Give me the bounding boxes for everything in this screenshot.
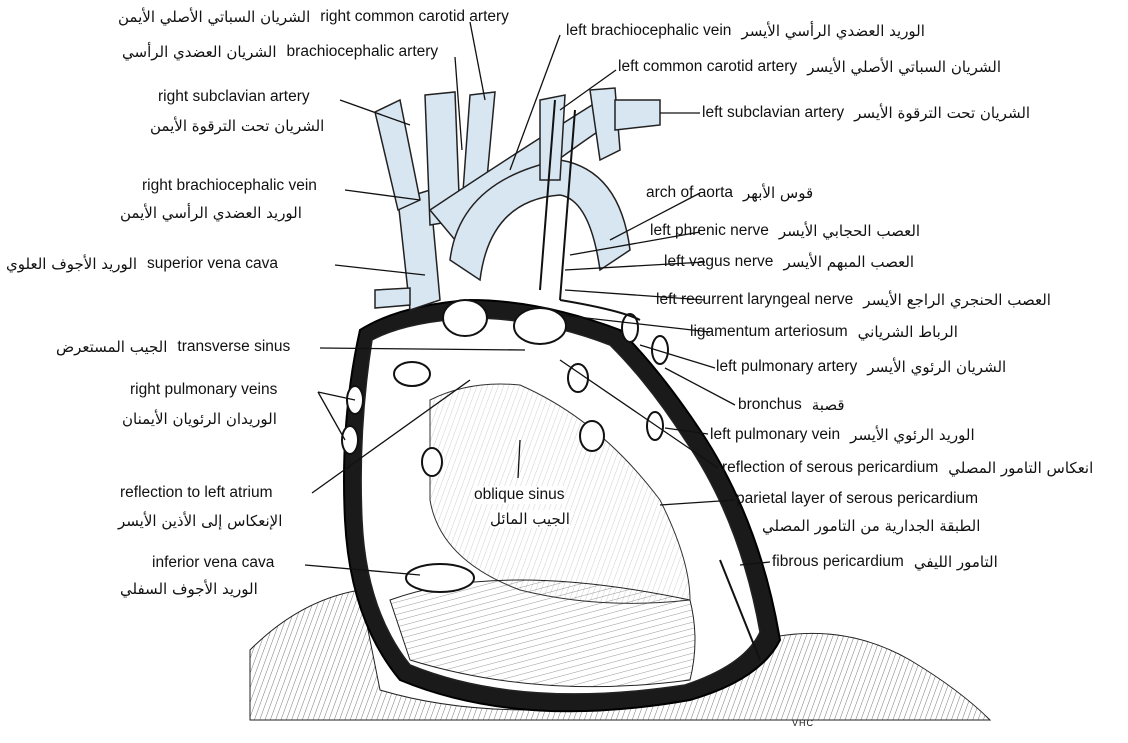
label-brachiocephalic-artery: الشريان العضدي الرأسي brachiocephalic ar… bbox=[122, 43, 438, 61]
label-left-brachiocephalic-vein: left brachiocephalic vein الوريد العضدي … bbox=[566, 22, 925, 40]
inferior-vena-cava-ar: الوريد الأجوف السفلي bbox=[120, 580, 258, 598]
bronchus-ar: قصبة bbox=[812, 396, 845, 414]
parietal-layer-ar: الطبقة الجدارية من التامور المصلي bbox=[762, 517, 980, 535]
left-recurrent-ar: العصب الحنجري الراجع الأيسر bbox=[863, 291, 1051, 309]
left-common-carotid-en: left common carotid artery bbox=[618, 58, 797, 76]
superior-vena-cava-en: superior vena cava bbox=[147, 255, 278, 273]
arch-of-aorta-en: arch of aorta bbox=[646, 184, 733, 202]
reflection-serous-en: reflection of serous pericardium bbox=[722, 459, 938, 477]
oblique-sinus-ar: الجيب المائل bbox=[490, 510, 570, 528]
parietal-layer-en: parietal layer of serous pericardium bbox=[736, 490, 978, 508]
label-right-common-carotid: الشريان السباتي الأصلي الأيمن right comm… bbox=[118, 8, 509, 26]
fibrous-pericardium-ar: التامور الليفي bbox=[914, 553, 998, 571]
left-common-carotid-ar: الشريان السباتي الأصلي الأيسر bbox=[807, 58, 1001, 76]
reflection-serous-ar: انعكاس التامور المصلي bbox=[948, 459, 1093, 477]
label-arch-of-aorta: arch of aorta قوس الأبهر bbox=[646, 184, 813, 202]
right-brachiocephalic-vein-en: right brachiocephalic vein bbox=[142, 177, 317, 195]
label-ligamentum: ligamentum arteriosum الرباط الشرياني bbox=[690, 323, 958, 341]
bronchus-en: bronchus bbox=[738, 396, 802, 414]
right-common-carotid-ar: الشريان السباتي الأصلي الأيمن bbox=[118, 8, 310, 26]
right-pulmonary-veins-ar: الوريدان الرئويان الأيمنان bbox=[122, 410, 277, 428]
fibrous-pericardium-en: fibrous pericardium bbox=[772, 553, 904, 571]
right-pulmonary-veins-en: right pulmonary veins bbox=[130, 381, 277, 399]
left-subclavian-en: left subclavian artery bbox=[702, 104, 844, 122]
reflection-left-atrium-ar: الإنعكاس إلى الأذين الأيسر bbox=[118, 512, 282, 530]
superior-vena-cava-ar: الوريد الأجوف العلوي bbox=[6, 255, 137, 273]
brachiocephalic-artery-ar: الشريان العضدي الرأسي bbox=[122, 43, 277, 61]
left-pulmonary-vein-ar: الوريد الرئوي الأيسر bbox=[850, 426, 975, 444]
label-left-pulmonary-artery: left pulmonary artery الشريان الرئوي الأ… bbox=[716, 358, 1006, 376]
ligamentum-en: ligamentum arteriosum bbox=[690, 323, 848, 341]
left-pulmonary-artery-ar: الشريان الرئوي الأيسر bbox=[867, 358, 1006, 376]
label-left-pulmonary-vein: left pulmonary vein الوريد الرئوي الأيسر bbox=[710, 426, 975, 444]
ligamentum-ar: الرباط الشرياني bbox=[858, 323, 958, 341]
left-vagus-en: left vagus nerve bbox=[664, 253, 773, 271]
right-subclavian-ar: الشريان تحت الترقوة الأيمن bbox=[150, 117, 324, 135]
arch-of-aorta-ar: قوس الأبهر bbox=[743, 184, 813, 202]
label-left-subclavian: left subclavian artery الشريان تحت الترق… bbox=[702, 104, 1030, 122]
left-vagus-ar: العصب المبهم الأيسر bbox=[783, 253, 914, 271]
label-reflection-serous: reflection of serous pericardium انعكاس … bbox=[722, 459, 1093, 477]
right-common-carotid-en: right common carotid artery bbox=[320, 8, 509, 26]
left-subclavian-ar: الشريان تحت الترقوة الأيسر bbox=[854, 104, 1030, 122]
right-subclavian-en: right subclavian artery bbox=[158, 88, 310, 106]
oblique-sinus-en: oblique sinus bbox=[474, 486, 564, 504]
left-phrenic-en: left phrenic nerve bbox=[650, 222, 769, 240]
great-vessels bbox=[375, 88, 660, 310]
label-fibrous-pericardium: fibrous pericardium التامور الليفي bbox=[772, 553, 998, 571]
inferior-vena-cava-en: inferior vena cava bbox=[152, 554, 274, 572]
transverse-sinus-en: transverse sinus bbox=[177, 338, 290, 356]
brachiocephalic-artery-en: brachiocephalic artery bbox=[287, 43, 439, 61]
label-left-common-carotid: left common carotid artery الشريان السبا… bbox=[618, 58, 1001, 76]
left-brachiocephalic-vein-ar: الوريد العضدي الرأسي الأيسر bbox=[741, 22, 925, 40]
label-left-phrenic: left phrenic nerve العصب الحجابي الأيسر bbox=[650, 222, 920, 240]
label-left-vagus: left vagus nerve العصب المبهم الأيسر bbox=[664, 253, 914, 271]
left-phrenic-ar: العصب الحجابي الأيسر bbox=[779, 222, 920, 240]
label-bronchus: bronchus قصبة bbox=[738, 396, 845, 414]
left-pulmonary-artery-en: left pulmonary artery bbox=[716, 358, 857, 376]
left-recurrent-en: left recurrent laryngeal nerve bbox=[656, 291, 853, 309]
label-superior-vena-cava: الوريد الأجوف العلوي superior vena cava bbox=[6, 255, 278, 273]
transverse-sinus-ar: الجيب المستعرض bbox=[56, 338, 167, 356]
right-brachiocephalic-vein-ar: الوريد العضدي الرأسي الأيمن bbox=[120, 204, 302, 222]
left-pulmonary-vein-en: left pulmonary vein bbox=[710, 426, 840, 444]
label-left-recurrent: left recurrent laryngeal nerve العصب الح… bbox=[656, 291, 1051, 309]
label-transverse-sinus: الجيب المستعرض transverse sinus bbox=[56, 338, 290, 356]
illustrator-signature: VHC bbox=[792, 718, 814, 728]
reflection-left-atrium-en: reflection to left atrium bbox=[120, 484, 272, 502]
left-brachiocephalic-vein-en: left brachiocephalic vein bbox=[566, 22, 731, 40]
